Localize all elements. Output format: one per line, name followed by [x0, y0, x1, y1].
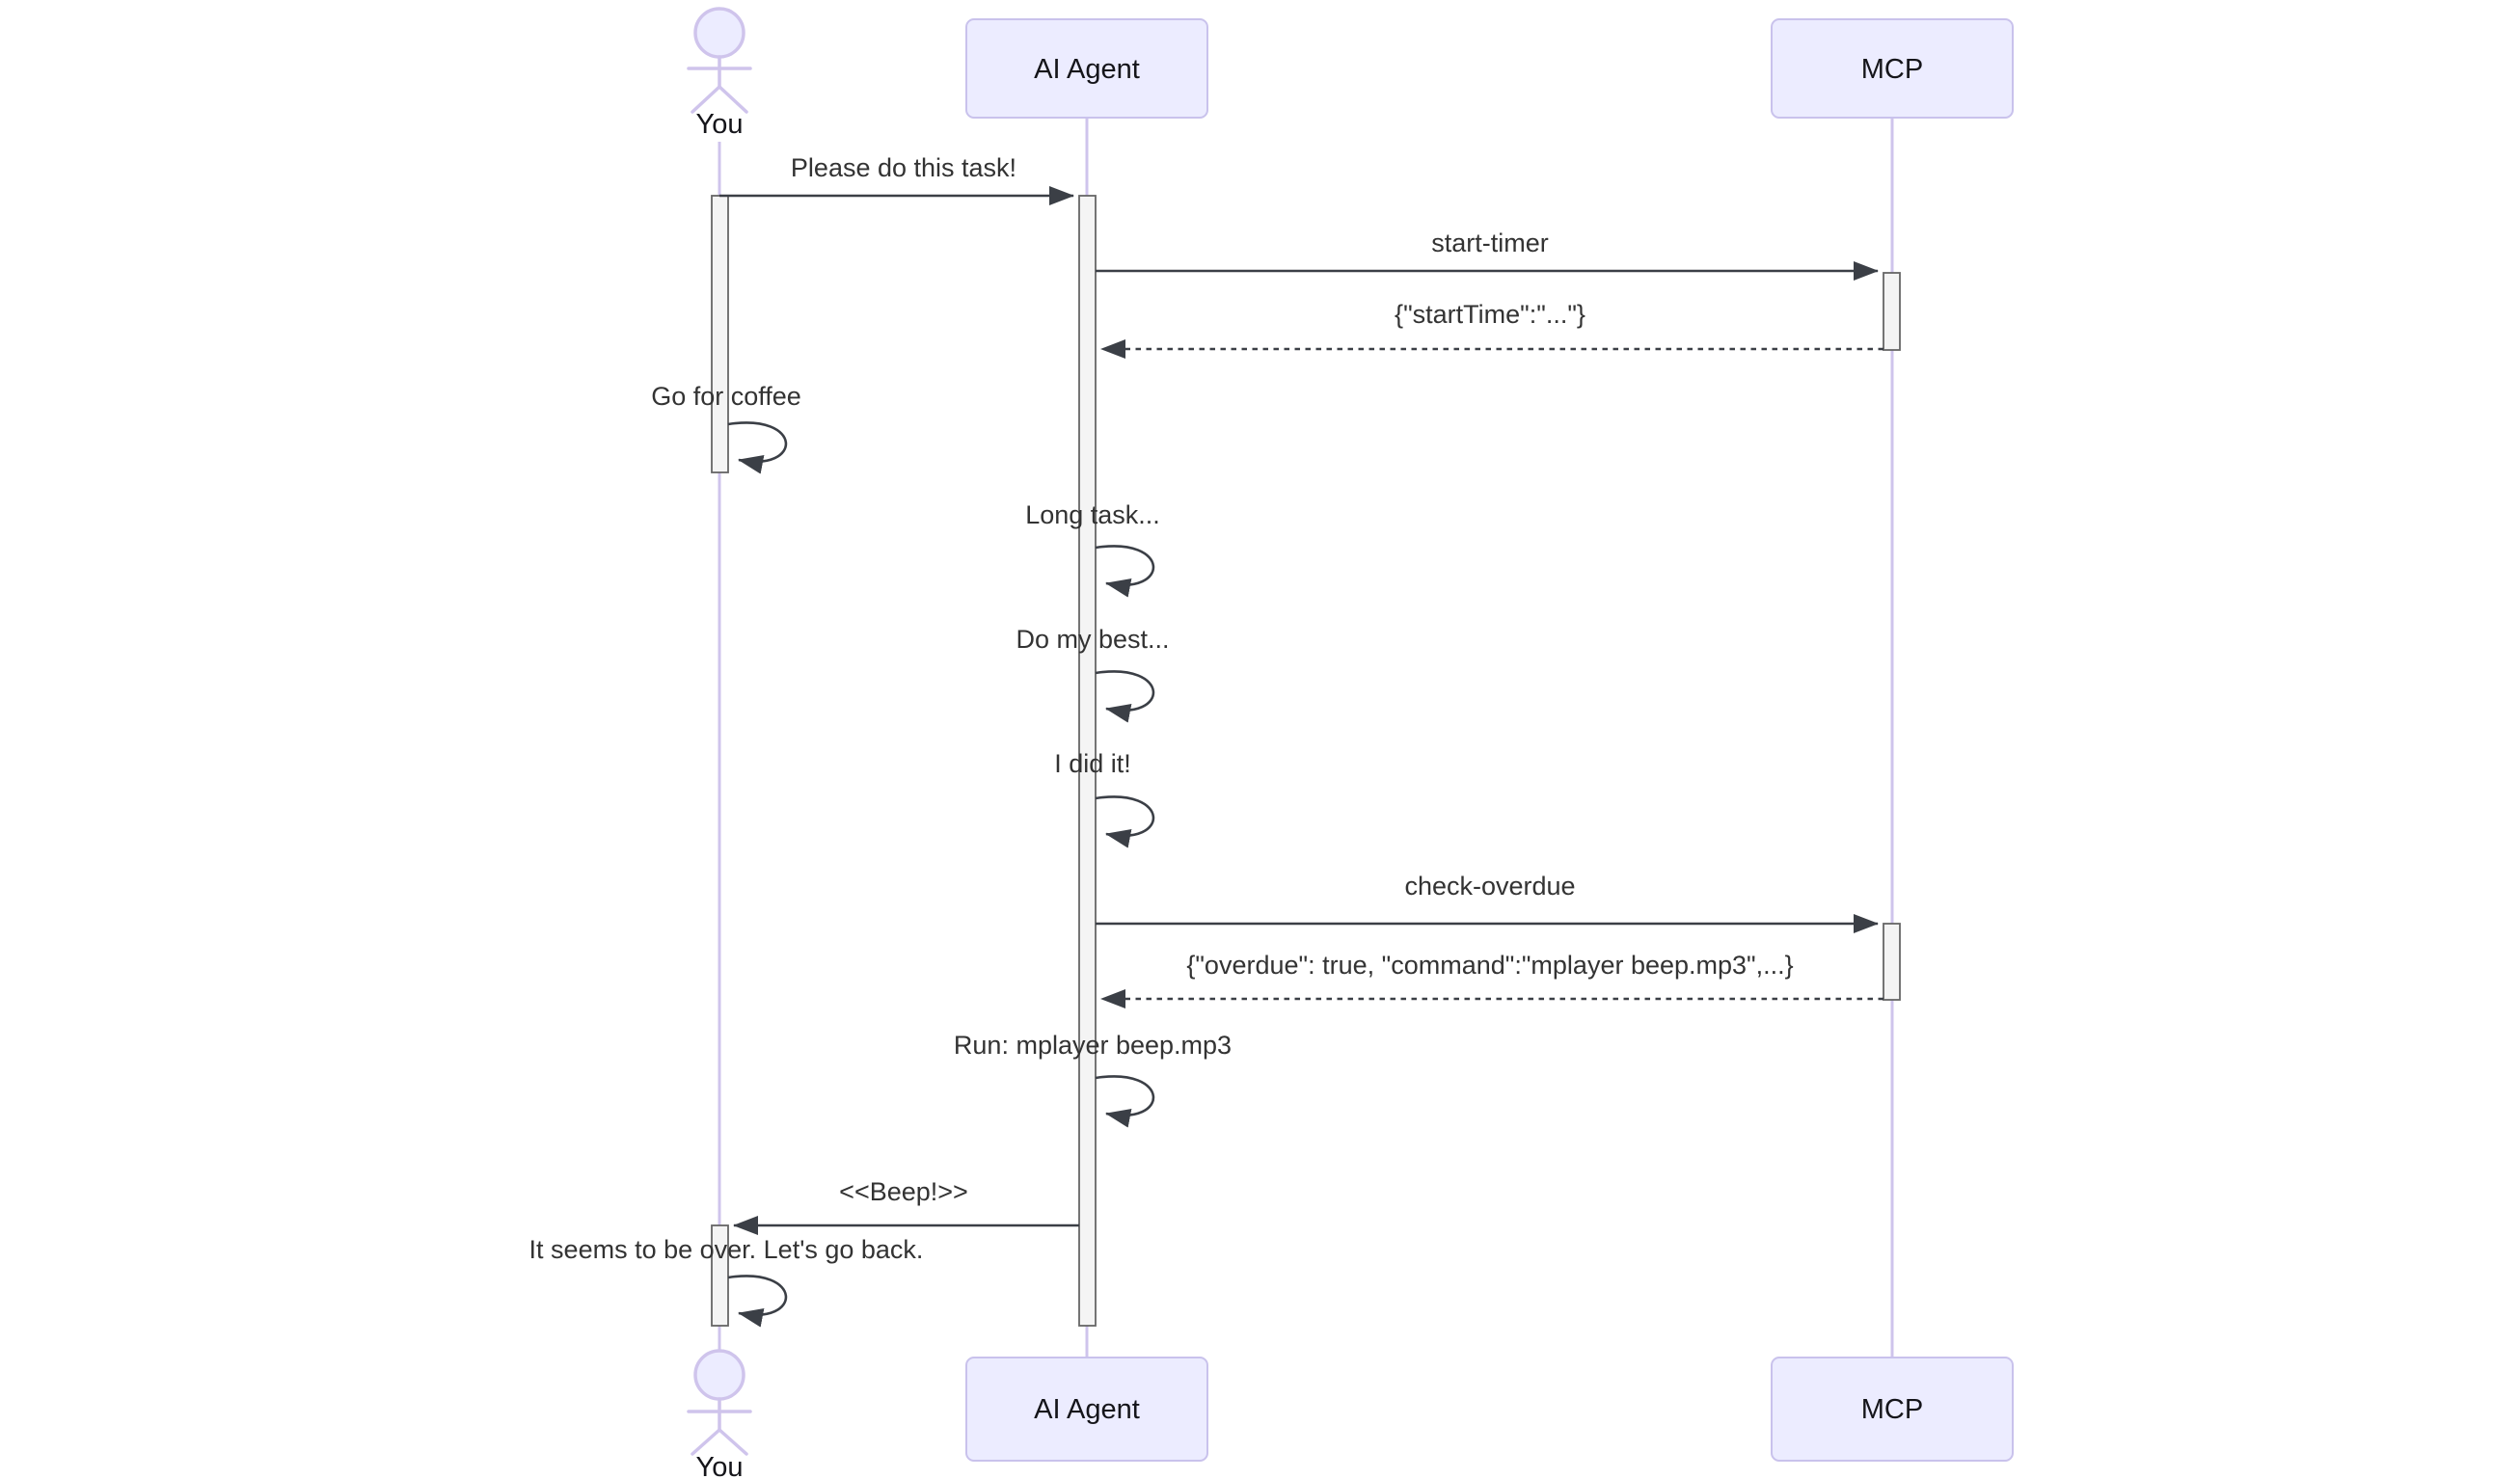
messages: Please do this task! start-timer > AI Ag…	[529, 153, 1883, 1328]
participant-label-ai-agent-bottom: AI Agent	[1034, 1394, 1140, 1425]
participant-label-mcp-top: MCP	[1861, 54, 1923, 85]
participant-box	[1771, 1357, 2014, 1462]
message-label: It seems to be over. Let's go back.	[529, 1235, 924, 1264]
actor-leg-right	[718, 1428, 748, 1456]
participant-box	[965, 18, 1208, 119]
self-loop-arrow	[1095, 545, 1155, 598]
activation-you-1	[711, 195, 729, 473]
lifelines	[718, 118, 1894, 1358]
participant-box	[965, 1357, 1208, 1462]
message-label: Long task...	[1025, 500, 1160, 529]
participant-mcp-top: MCP	[1771, 18, 2014, 119]
self-loop-arrow	[727, 421, 788, 474]
actor-leg-left	[691, 1428, 721, 1456]
message-label: Do my best...	[1016, 625, 1169, 654]
message-label: {"overdue": true, "command":"mplayer bee…	[1186, 951, 1793, 980]
actor-you-top: You	[687, 7, 752, 140]
self-loop-arrow	[1095, 1075, 1155, 1128]
message-label: Please do this task!	[791, 153, 1016, 182]
participant-ai-agent-bottom: AI Agent	[965, 1357, 1208, 1462]
message-label: start-timer	[1431, 229, 1549, 257]
self-loop-arrow	[727, 1275, 788, 1328]
activation-bars	[711, 195, 1901, 1327]
message-label: <<Beep!>>	[839, 1177, 968, 1206]
actor-you-bottom: You	[687, 1349, 752, 1479]
participant-label-ai-agent-top: AI Agent	[1034, 54, 1140, 85]
actor-head	[693, 7, 745, 59]
actor-leg-right	[718, 85, 748, 114]
self-loop-arrow	[1095, 795, 1155, 848]
actor-label-you-top: You	[696, 109, 744, 140]
message-label: Go for coffee	[651, 382, 801, 411]
message-label: I did it!	[1054, 749, 1131, 778]
message-label: Run: mplayer beep.mp3	[954, 1031, 1232, 1060]
participant-box	[1771, 18, 2014, 119]
actor-leg-left	[691, 85, 721, 114]
activation-you-2	[711, 1224, 729, 1327]
message-label: check-overdue	[1404, 872, 1575, 901]
self-loop-arrow	[1095, 670, 1155, 723]
message-label: {"startTime":"..."}	[1395, 300, 1585, 329]
activation-ai-agent	[1078, 195, 1097, 1327]
participant-ai-agent-top: AI Agent	[965, 18, 1208, 119]
participant-label-mcp-bottom: MCP	[1861, 1394, 1923, 1425]
participant-mcp-bottom: MCP	[1771, 1357, 2014, 1462]
activation-mcp-1	[1883, 272, 1901, 351]
actor-head	[693, 1349, 745, 1401]
actor-label-you-bottom: You	[696, 1452, 744, 1479]
activation-mcp-2	[1883, 923, 1901, 1001]
